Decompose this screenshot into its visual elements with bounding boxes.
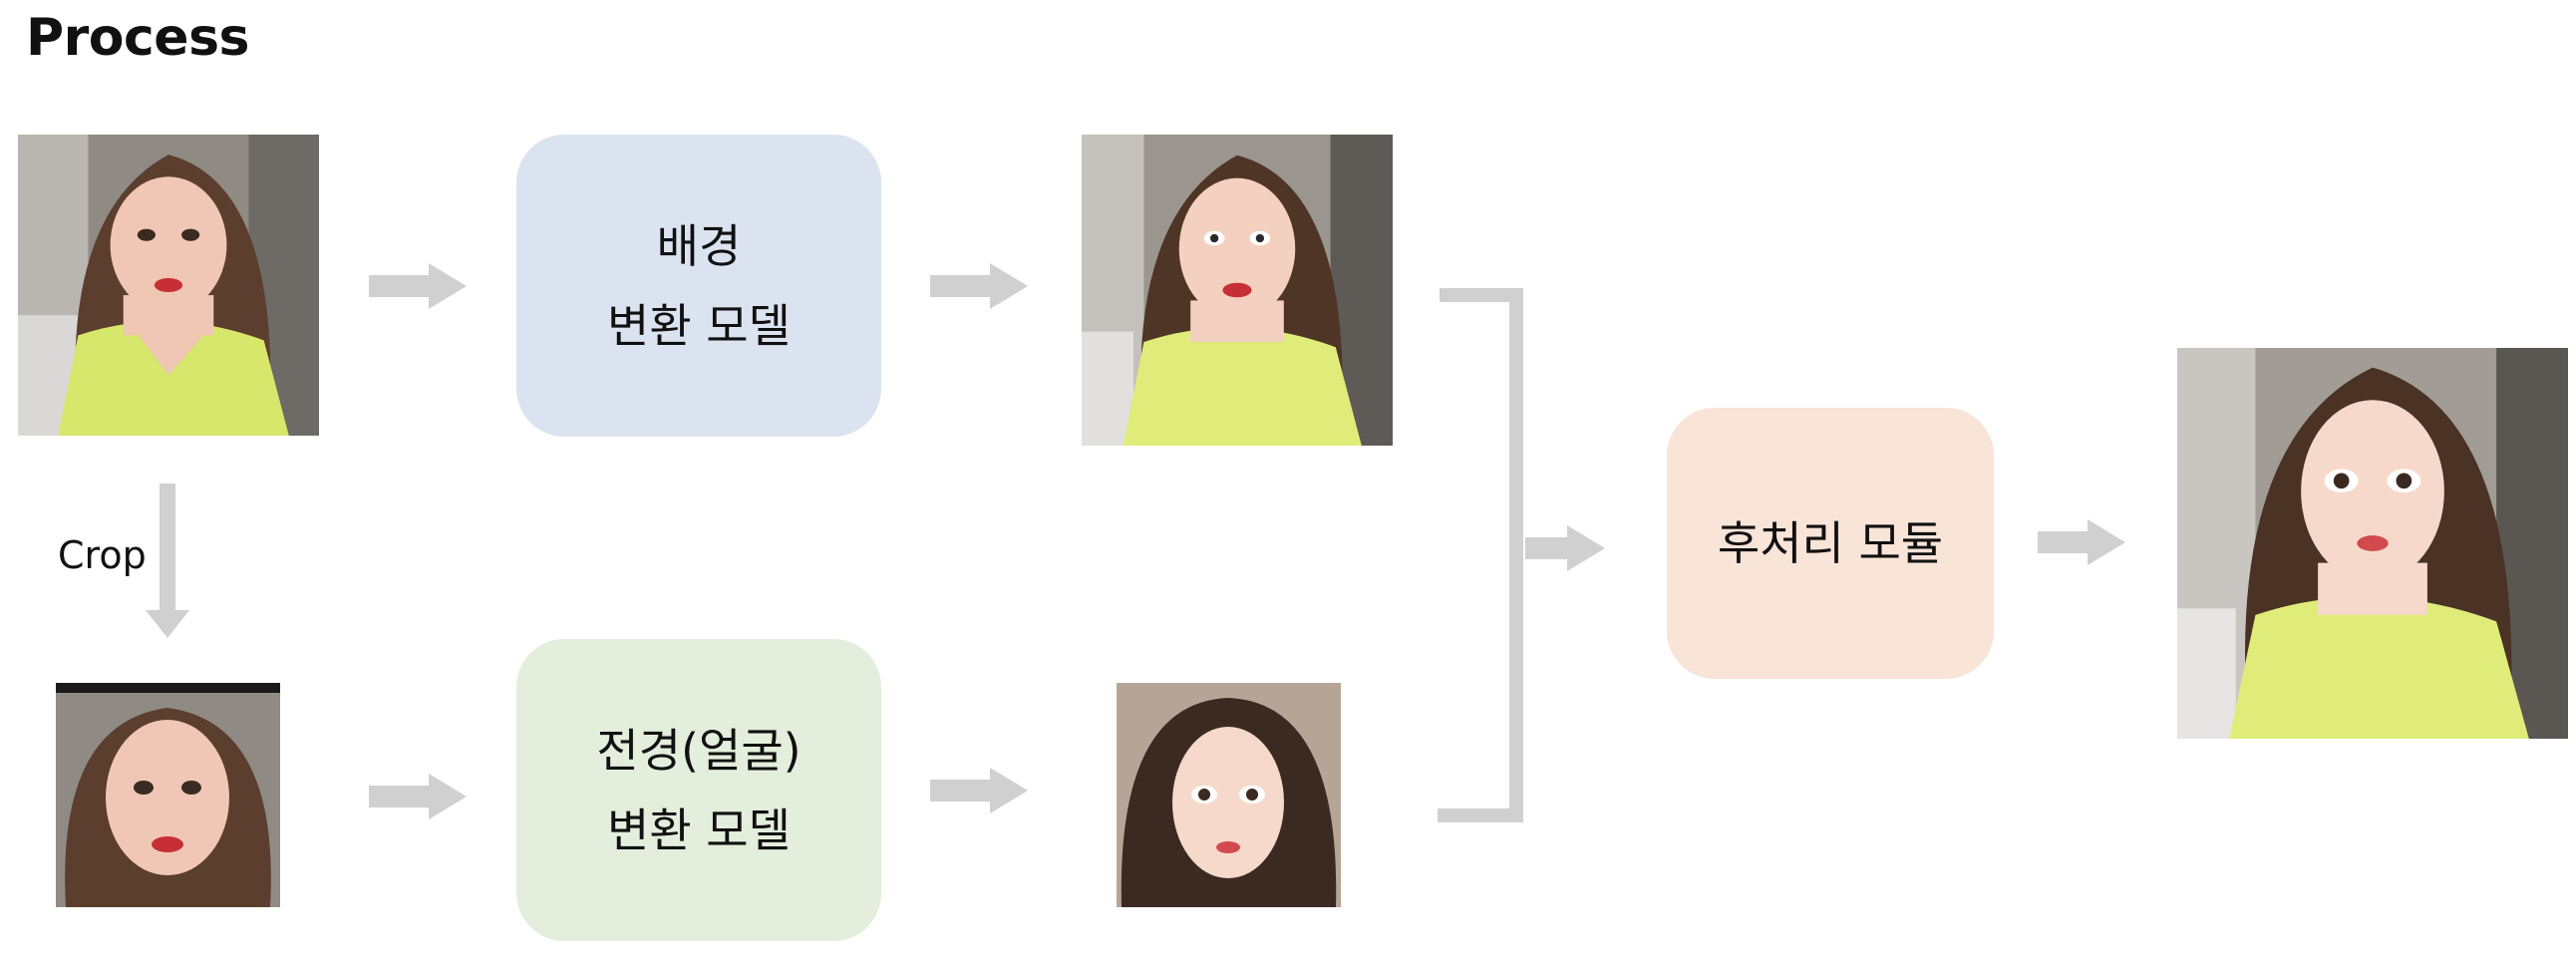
- cropped-face-photo: [56, 683, 280, 907]
- page-title: Process: [26, 8, 249, 68]
- background-conversion-model-box: 배경 변환 모델: [516, 135, 881, 437]
- final-result-image: [2177, 348, 2568, 739]
- crop-label: Crop: [58, 533, 147, 577]
- arrow-background-model-to-output: [930, 263, 1028, 309]
- postprocessing-module-label: 후처리 모듈: [1717, 516, 1944, 570]
- merge-bracket: [1438, 288, 1523, 822]
- arrow-face-to-foreground-model: [369, 774, 467, 819]
- foreground-model-label-line1: 전경(얼굴): [596, 723, 802, 778]
- background-model-label-line2: 변환 모델: [607, 298, 791, 353]
- arrow-input-to-background-model: [369, 263, 467, 309]
- foreground-conversion-model-box: 전경(얼굴) 변환 모델: [516, 639, 881, 941]
- converted-background-image: [1082, 135, 1393, 446]
- converted-face-image: [1117, 683, 1341, 907]
- background-model-label-line1: 배경: [656, 218, 742, 273]
- postprocessing-module-box: 후처리 모듈: [1667, 408, 1994, 679]
- arrow-foreground-model-to-output: [930, 768, 1028, 813]
- input-photo: [18, 135, 319, 436]
- arrow-postprocess-to-final: [2038, 519, 2125, 565]
- foreground-model-label-line2: 변환 모델: [607, 803, 791, 857]
- arrow-merge-to-postprocess: [1525, 525, 1605, 571]
- arrow-crop-down: [146, 484, 189, 638]
